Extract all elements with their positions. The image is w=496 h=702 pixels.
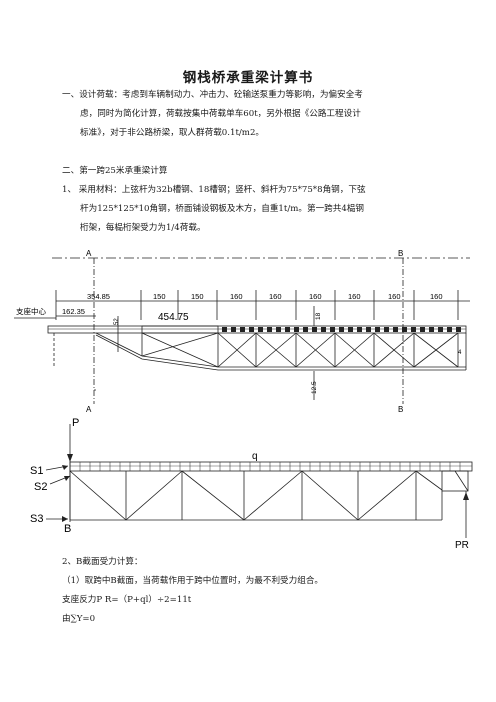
dim-18: 18 bbox=[315, 312, 322, 320]
dim-150-b: 150 bbox=[191, 292, 204, 301]
dim-150-a: 150 bbox=[153, 292, 166, 301]
dim-160-b: 160 bbox=[269, 292, 282, 301]
force-label-s1: S1 bbox=[30, 465, 43, 477]
section-b-heading: 2、B截面受力计算： bbox=[62, 557, 143, 567]
reaction-label-pr: PR bbox=[455, 540, 469, 551]
load-label-q: q bbox=[252, 451, 258, 462]
dim-offset: 162.35 bbox=[62, 307, 85, 316]
fig1-label-b-top: B bbox=[398, 249, 403, 258]
fig1-label-a-bottom: A bbox=[86, 405, 92, 414]
materials-line-1: 1、 采用材料：上弦杆为32b槽钢、18槽钢；竖杆、斜杆为75*75*8角钢，下… bbox=[62, 185, 366, 195]
dim-354-85: 354.85 bbox=[87, 292, 110, 301]
support-center-label: 支座中心 bbox=[16, 306, 46, 316]
materials-line-3: 桁架，每榀桁架受力为1/4荷载。 bbox=[80, 223, 206, 233]
force-label-s2: S2 bbox=[34, 481, 47, 493]
design-load-line-3: 标准》，对于非公路桥梁，取人群荷载0.1t/m2。 bbox=[80, 128, 265, 138]
section-b-line-1: （1）取跨中B截面，当荷载作用于跨中位置时，为最不利受力组合。 bbox=[62, 576, 324, 586]
dimension-ticks bbox=[55, 290, 459, 320]
fig1-label-a-top: A bbox=[86, 249, 92, 258]
materials-line-2: 杆为125*125*10角钢，桥面铺设钢板及木方，自重1t/m。第一跨共4榀钢 bbox=[80, 204, 365, 214]
load-label-p: P bbox=[72, 417, 79, 429]
dim-160-c: 160 bbox=[309, 292, 322, 301]
section-label-b: B bbox=[64, 523, 71, 535]
fig1-label-b-bottom: B bbox=[398, 405, 403, 414]
dim-160-e: 160 bbox=[388, 292, 401, 301]
equilibrium-line: 由∑Y=0 bbox=[62, 614, 96, 624]
load-diagram bbox=[45, 424, 473, 538]
design-load-line-2: 虑，同时为简化计算，荷载按集中荷载单车60t，另外根据《公路工程设计 bbox=[80, 109, 361, 119]
distributed-load-ticks bbox=[79, 462, 461, 471]
reaction-formula: 支座反力P R=（P+ql）÷2=11t bbox=[62, 595, 192, 605]
dim-height: 454.75 bbox=[158, 312, 189, 323]
section2-heading: 二、第一跨25米承重梁计算 bbox=[62, 166, 168, 176]
dim-12-5: 12.5 bbox=[311, 381, 318, 394]
page-title: 钢栈桥承重梁计算书 bbox=[182, 70, 314, 86]
fig1-label-right: 4 bbox=[458, 350, 462, 356]
load-arrows bbox=[62, 454, 469, 522]
force-label-s3: S3 bbox=[30, 513, 43, 525]
truss-members bbox=[53, 306, 467, 400]
design-load-line-1: 一、设计荷载：考虑到车辆制动力、冲击力、砼输送泵重力等影响，为偏安全考 bbox=[62, 90, 363, 100]
deck-sleepers bbox=[222, 327, 461, 332]
dim-160-a: 160 bbox=[230, 292, 243, 301]
dim-160-f: 160 bbox=[430, 292, 443, 301]
bridge-deck bbox=[47, 325, 467, 334]
dim-small: 52 bbox=[114, 318, 120, 325]
dim-160-d: 160 bbox=[348, 292, 361, 301]
